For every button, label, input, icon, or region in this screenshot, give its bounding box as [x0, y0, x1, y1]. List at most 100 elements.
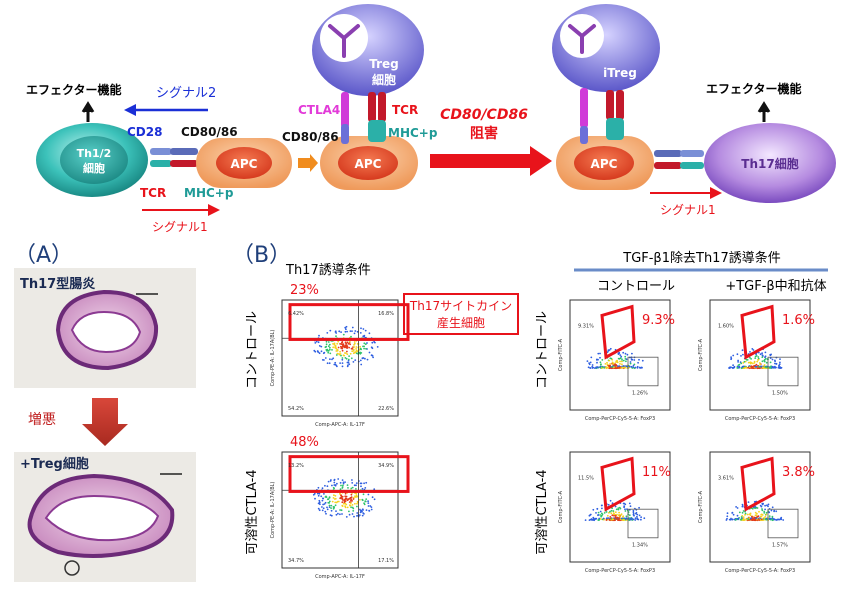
data-point: [356, 505, 358, 508]
data-point: [757, 351, 760, 354]
gate-percent: 9.3%: [642, 313, 675, 328]
data-point: [605, 366, 608, 369]
data-point: [327, 480, 330, 483]
data-point: [366, 342, 368, 344]
data-point: [628, 514, 631, 517]
data-point: [622, 365, 625, 367]
data-point: [778, 518, 781, 521]
data-point: [335, 335, 337, 338]
data-point: [371, 496, 374, 499]
ctla4-receptor: [341, 92, 349, 128]
data-point: [365, 347, 367, 350]
data-point: [318, 499, 321, 502]
data-point: [373, 488, 376, 491]
data-point: [747, 501, 750, 503]
data-point: [370, 508, 373, 511]
data-point: [761, 366, 764, 369]
data-point: [322, 352, 325, 355]
data-point: [611, 502, 614, 505]
data-point: [363, 482, 365, 485]
data-point: [374, 341, 376, 344]
data-point: [614, 505, 617, 508]
data-point: [340, 496, 342, 499]
gate-polygon: [600, 456, 636, 512]
flow-plot: 13.2%34.9%34.7%17.1%48%Comp-APC-A: IL-17…: [270, 435, 410, 580]
data-point: [324, 510, 327, 513]
data-point: [599, 361, 602, 364]
data-point: [355, 352, 358, 355]
blocking-arrow: [430, 146, 552, 176]
data-point: [370, 506, 373, 508]
data-point: [341, 341, 344, 343]
data-point: [611, 507, 613, 510]
data-point: [597, 519, 600, 521]
data-point: [364, 487, 367, 489]
data-point: [592, 508, 595, 511]
plot-frame: [709, 299, 811, 411]
data-point: [592, 518, 595, 521]
data-point: [360, 509, 363, 512]
data-point: [369, 505, 372, 507]
data-point: [744, 510, 746, 513]
x-axis-label: Comp-APC-A: IL-17F: [315, 422, 365, 428]
data-point: [340, 345, 342, 348]
data-point: [359, 511, 362, 514]
data-point: [749, 356, 751, 359]
data-point: [355, 348, 357, 350]
data-point: [320, 345, 323, 348]
data-point: [755, 363, 758, 366]
data-point: [730, 356, 732, 358]
data-point: [754, 357, 757, 359]
data-point: [590, 356, 593, 359]
flow-plot: 3.61%1.57%3.8%Comp-PerCP-Cy5-5-A: FoxP3C…: [698, 451, 815, 574]
th12-label-2: 細胞: [83, 161, 105, 175]
data-point: [594, 518, 597, 520]
data-point: [606, 514, 609, 517]
data-point: [346, 330, 348, 333]
data-point: [376, 346, 379, 348]
data-point: [320, 495, 323, 498]
data-point: [328, 362, 331, 365]
data-point: [764, 508, 766, 511]
data-point: [766, 504, 768, 507]
data-point: [598, 517, 601, 520]
gate-tl-value: 11.5%: [578, 476, 594, 482]
cd28-label: CD28: [127, 125, 162, 139]
data-point: [341, 504, 344, 507]
data-point: [351, 350, 354, 353]
data-point: [363, 347, 365, 350]
data-point: [615, 516, 617, 519]
data-point: [599, 356, 601, 359]
data-point: [612, 510, 615, 512]
data-point: [618, 506, 621, 509]
left-header: Th17誘導条件: [285, 262, 371, 278]
data-point: [342, 502, 345, 505]
data-point: [624, 352, 627, 355]
data-point: [346, 350, 348, 353]
data-point: [749, 517, 752, 520]
row-control-label-right: コントロール: [535, 311, 550, 389]
data-point: [605, 511, 608, 513]
data-point: [348, 363, 351, 366]
data-point: [587, 366, 590, 369]
data-point: [360, 482, 363, 485]
gate-tl-value: 1.60%: [718, 324, 734, 330]
data-point: [738, 366, 741, 369]
data-point: [606, 361, 608, 364]
flow-plot: 11.5%1.34%11%Comp-PerCP-Cy5-5-A: FoxP3Co…: [558, 451, 671, 574]
data-point: [631, 367, 634, 369]
gate-percent: 48%: [290, 435, 319, 450]
mhc-left: [170, 160, 198, 167]
data-point: [625, 517, 628, 520]
data-point: [757, 356, 760, 358]
data-point: [746, 513, 749, 516]
data-point: [602, 517, 605, 520]
data-point: [618, 517, 621, 519]
data-point: [351, 326, 354, 329]
callout-line-2: 産生細胞: [437, 315, 485, 330]
data-point: [356, 512, 359, 514]
data-point: [735, 506, 737, 508]
data-point: [358, 514, 361, 516]
data-point: [354, 351, 356, 354]
data-point: [728, 518, 731, 521]
